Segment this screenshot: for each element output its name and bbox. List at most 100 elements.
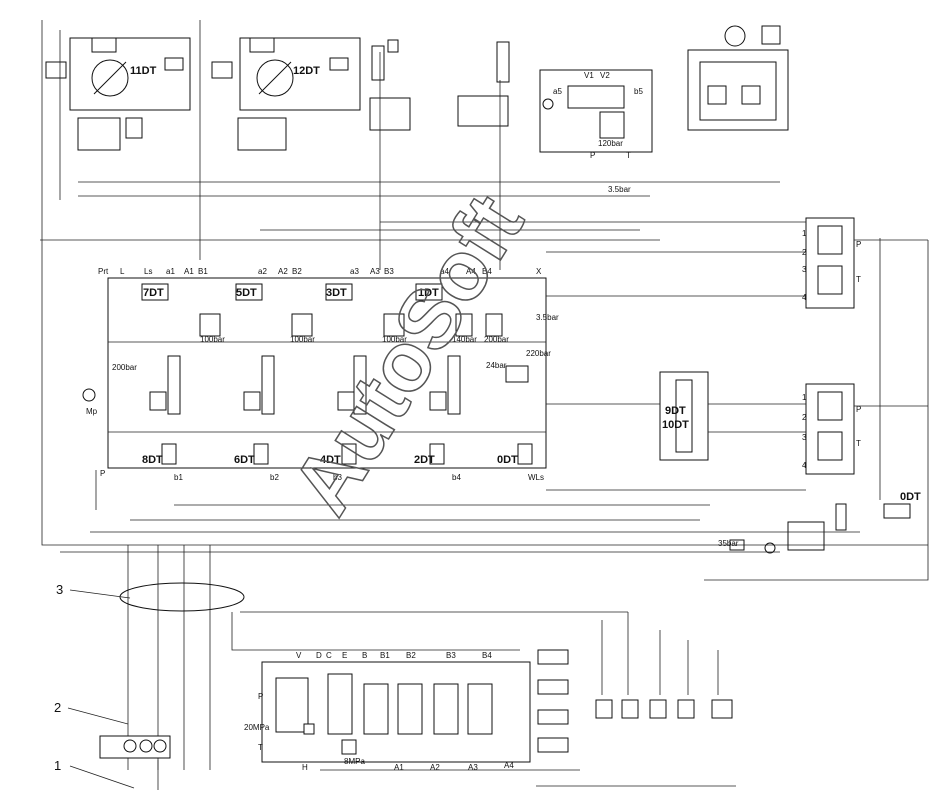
lower-label-b: B (362, 651, 367, 660)
main-valve-manifold: 7DT 5DT 3DT 1DT 8DT 6DT 4DT 2DT 0DT 100b… (107, 277, 559, 469)
pressure-120bar: 120bar (598, 139, 623, 148)
valve-9dt-10dt: 9DT 10DT (659, 371, 709, 461)
pilot-block-upper: 1 2 3 4 P T (802, 217, 861, 309)
lower-label-e: E (342, 651, 347, 660)
pressure-100bar-1: 100bar (200, 335, 225, 344)
solenoid-8dt: 8DT (142, 454, 163, 466)
port-b5: b5 (634, 87, 643, 96)
port-v2: V2 (600, 71, 610, 80)
pilot-t: T (856, 439, 861, 448)
callout-2: 2 (54, 700, 61, 715)
port-top: a4 (440, 267, 449, 276)
solenoid-11dt: 11DT (130, 65, 157, 77)
lower-label-h: H (302, 763, 308, 772)
lower-label-d: D (316, 651, 322, 660)
label-p-left: P (100, 469, 105, 478)
pilot-block-lower: 1 2 3 4 P T (802, 383, 861, 475)
solenoid-9dt: 9DT (665, 405, 686, 417)
solenoid-5dt: 5DT (236, 287, 257, 299)
port-top: a3 (350, 267, 359, 276)
port-top: B2 (292, 267, 302, 276)
lower-label-a4: A4 (504, 761, 514, 770)
pressure-220bar: 220bar (526, 349, 551, 358)
cylinder-modules-top (369, 39, 510, 131)
manifold-top-ports: Prt L Ls a1 A1 B1 a2 A2 B2 a3 A3 B3 a4 A… (98, 267, 542, 276)
lower-label-a1: A1 (394, 763, 404, 772)
lower-label-b2: B2 (406, 651, 416, 660)
lower-pump-unit (99, 735, 171, 790)
port-top: A3 (370, 267, 380, 276)
port-bottom: b4 (452, 473, 461, 482)
pressure-control-block: V1 V2 a5 b5 120bar P T 3.5bar (539, 69, 653, 194)
port-t: T (626, 151, 631, 160)
solenoid-7dt: 7DT (143, 287, 164, 299)
port-top: B4 (482, 267, 492, 276)
lower-label-a2: A2 (430, 763, 440, 772)
port-top: A4 (466, 267, 476, 276)
callouts: 3 2 1 (54, 582, 135, 789)
motor-module-12: 12DT (211, 37, 361, 151)
pressure-100bar-2: 100bar (290, 335, 315, 344)
pressure-3-5bar-top: 3.5bar (608, 185, 631, 194)
pilot-port: 1 (802, 393, 807, 402)
gauge-icon (82, 388, 96, 402)
pressure-200bar-left: 200bar (112, 363, 137, 372)
port-top: a1 (166, 267, 175, 276)
port-top: L (120, 267, 125, 276)
port-bottom: b3 (333, 473, 342, 482)
port-top: X (536, 267, 542, 276)
solenoid-0dt-right: 0DT (900, 491, 921, 503)
pilot-port: 4 (802, 461, 807, 470)
port-p: P (590, 151, 595, 160)
manifold-bottom-ports: b1 b2 b3 b4 WLs (174, 473, 544, 482)
solenoid-2dt: 2DT (414, 454, 435, 466)
lower-label-v: V (296, 651, 302, 660)
solenoid-6dt: 6DT (234, 454, 255, 466)
port-bottom: WLs (528, 473, 544, 482)
pilot-port: 4 (802, 293, 807, 302)
pilot-port: 1 (802, 229, 807, 238)
solenoid-4dt: 4DT (320, 454, 341, 466)
label-mp: Mp (86, 407, 98, 416)
pump-module-top-right (687, 25, 789, 131)
port-top: A1 (184, 267, 194, 276)
solenoid-3dt: 3DT (326, 287, 347, 299)
pilot-port: 2 (802, 248, 807, 257)
pilot-port: 3 (802, 265, 807, 274)
port-v1: V1 (584, 71, 594, 80)
pilot-p: P (856, 405, 861, 414)
port-a5: a5 (553, 87, 562, 96)
pilot-p: P (856, 240, 861, 249)
lower-valve-bank: V D C E B B1 B2 B3 B4 P T H A1 A2 A3 A4 … (244, 649, 733, 772)
lower-label-p: P (258, 692, 263, 701)
pressure-200bar: 200bar (484, 335, 509, 344)
port-top: a2 (258, 267, 267, 276)
solenoid-10dt: 10DT (662, 419, 689, 431)
lower-label-b3: B3 (446, 651, 456, 660)
pressure-100bar-3: 100bar (382, 335, 407, 344)
pressure-35bar: 35bar (718, 539, 739, 548)
motor-module-11: 11DT (45, 37, 191, 151)
lower-label-b4: B4 (482, 651, 492, 660)
pilot-t: T (856, 275, 861, 284)
callout-1: 1 (54, 758, 61, 773)
right-accessories: 0DT 35bar (718, 491, 921, 554)
port-top: A2 (278, 267, 288, 276)
port-top: Prt (98, 267, 109, 276)
pressure-20mpa: 20MPa (244, 723, 270, 732)
pilot-port: 2 (802, 413, 807, 422)
port-top: Ls (144, 267, 152, 276)
pilot-port: 3 (802, 433, 807, 442)
callout-3: 3 (56, 582, 63, 597)
pressure-8mpa: 8MPa (344, 757, 365, 766)
pressure-24bar: 24bar (486, 361, 507, 370)
pressure-3-5bar: 3.5bar (536, 313, 559, 322)
port-top: B1 (198, 267, 208, 276)
solenoid-1dt: 1DT (418, 287, 439, 299)
pipe-network (40, 20, 929, 787)
bundle-ellipse (119, 582, 245, 612)
lower-label-a3: A3 (468, 763, 478, 772)
solenoid-0dt: 0DT (497, 454, 518, 466)
